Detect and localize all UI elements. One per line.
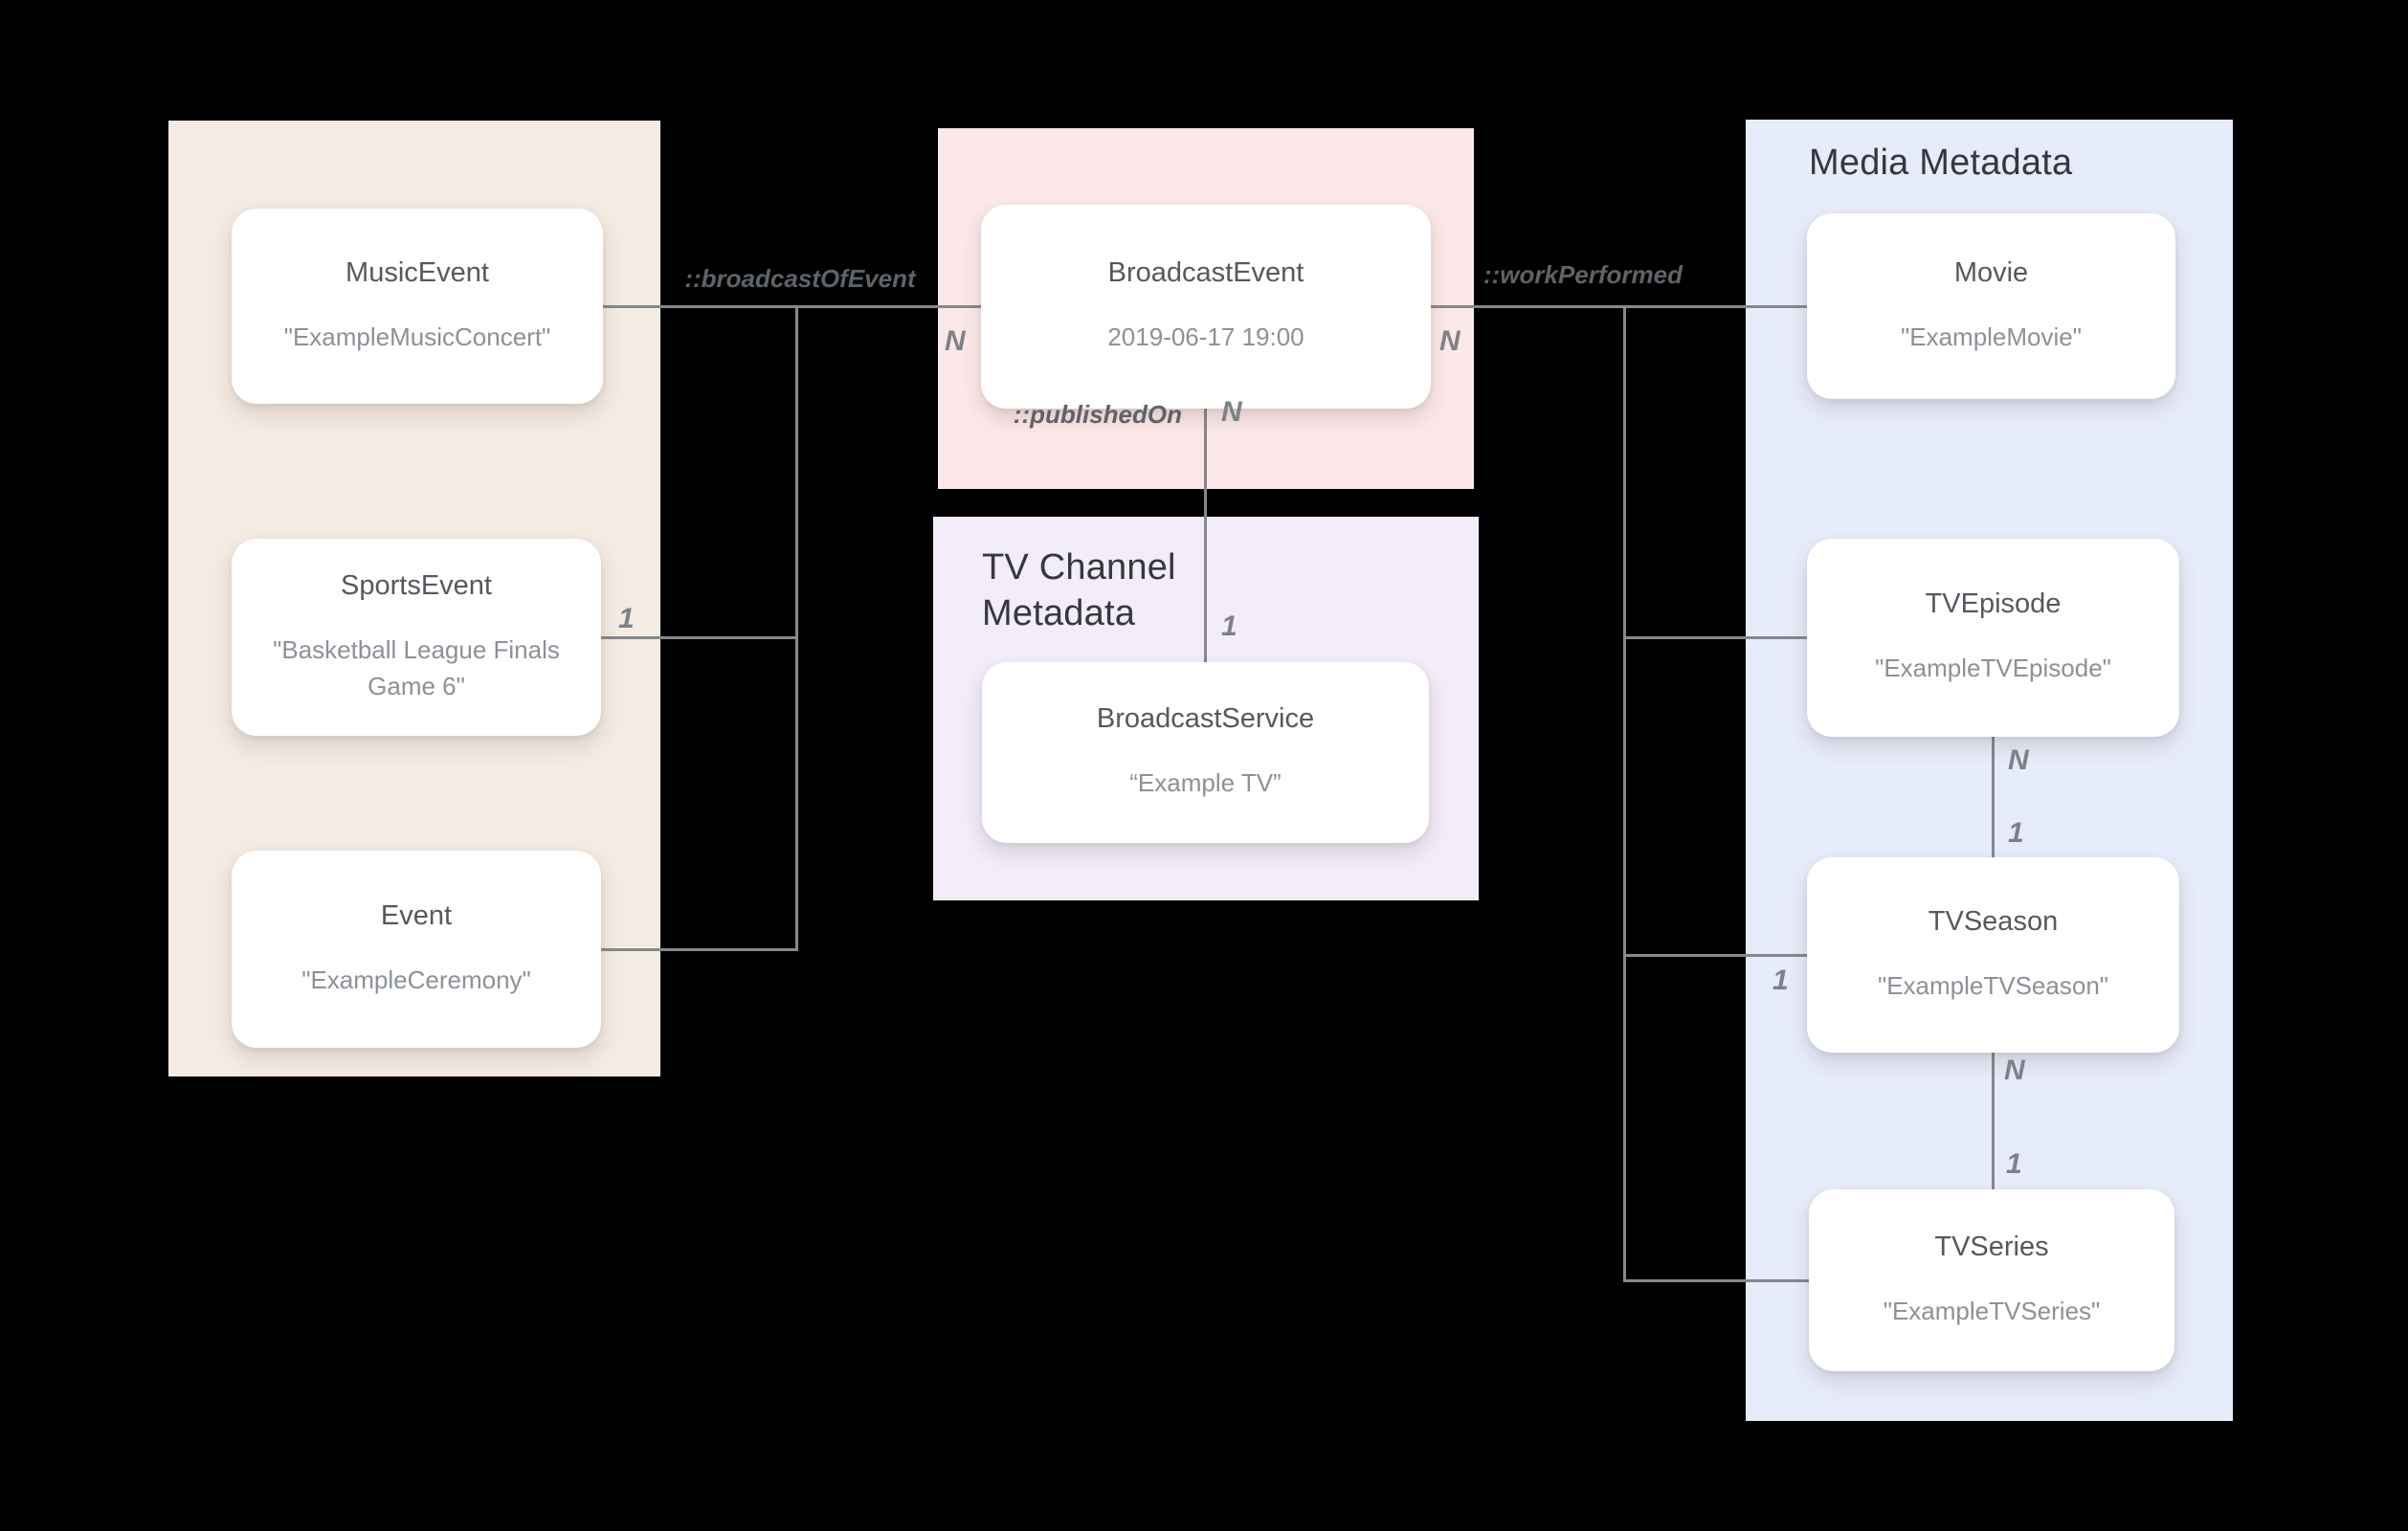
- node-movie: Movie "ExampleMovie": [1807, 213, 2175, 399]
- node-tvepisode-type: TVEpisode: [1925, 588, 2062, 620]
- node-tvepisode: TVEpisode "ExampleTVEpisode": [1807, 539, 2179, 737]
- node-broadcastservice-instance: “Example TV”: [1129, 768, 1282, 798]
- node-event: Event "ExampleCeremony": [232, 851, 601, 1048]
- edge-workperformed-trunk-vertical: [1623, 305, 1626, 1281]
- cardinality-broadcastofevent-n: N: [945, 325, 966, 357]
- node-sportsevent-instance: "Basketball League Finals Game 6": [273, 634, 560, 700]
- label-workperformed: ::workPerformed: [1483, 260, 1683, 289]
- node-tvseries-type: TVSeries: [1934, 1231, 2049, 1262]
- edge-publishedon-vertical: [1204, 409, 1207, 662]
- label-broadcastofevent: ::broadcastOfEvent: [684, 264, 916, 293]
- edge-season-series-vertical: [1992, 1053, 1995, 1189]
- cardinality-workperformed-n: N: [1439, 325, 1460, 357]
- edge-event-trunk-vertical: [795, 305, 798, 951]
- node-event-instance: "ExampleCeremony": [301, 965, 531, 994]
- cardinality-publishedon-1: 1: [1221, 610, 1237, 642]
- node-event-type: Event: [380, 899, 453, 931]
- edge-sportsevent-stub: [601, 636, 795, 639]
- node-broadcastevent-instance: 2019-06-17 19:00: [1107, 322, 1304, 352]
- media-metadata-title: Media Metadata: [1809, 143, 2073, 183]
- edge-tvseries-stub: [1623, 1279, 1809, 1282]
- cardinality-publishedon-n: N: [1221, 396, 1242, 428]
- cardinality-season-series-n: N: [2004, 1054, 2025, 1086]
- node-movie-type: Movie: [1953, 256, 2029, 288]
- node-tvseries: TVSeries "ExampleTVSeries": [1809, 1189, 2174, 1371]
- node-sportsevent: SportsEvent "Basketball League Finals Ga…: [232, 539, 601, 736]
- cardinality-episode-season-1: 1: [2008, 817, 2024, 849]
- cardinality-season-series-1: 1: [2006, 1148, 2022, 1180]
- label-publishedon: ::publishedOn: [1013, 400, 1182, 429]
- cardinality-sportsevent-1: 1: [618, 603, 635, 634]
- node-broadcastevent: BroadcastEvent 2019-06-17 19:00: [981, 205, 1431, 409]
- cardinality-episode-season-n: N: [2008, 744, 2029, 776]
- edge-tvseason-stub: [1623, 954, 1807, 957]
- edge-episode-season-vertical: [1992, 737, 1995, 857]
- node-musicevent-instance: "ExampleMusicConcert": [283, 322, 551, 351]
- node-tvseason: TVSeason "ExampleTVSeason": [1807, 857, 2179, 1053]
- cardinality-workperformed-season-1: 1: [1773, 965, 1789, 996]
- node-tvseason-instance: "ExampleTVSeason": [1877, 970, 2109, 1000]
- edge-event-stub: [601, 948, 795, 951]
- node-tvseason-type: TVSeason: [1928, 905, 2059, 937]
- tv-channel-metadata-title: TV Channel Metadata: [982, 547, 1176, 633]
- node-tvseries-instance: "ExampleTVSeries": [1883, 1296, 2101, 1325]
- node-broadcastevent-type: BroadcastEvent: [1107, 257, 1304, 289]
- node-broadcastservice: BroadcastService “Example TV”: [982, 662, 1429, 843]
- edge-tvepisode-stub: [1623, 636, 1807, 639]
- node-sportsevent-type: SportsEvent: [341, 569, 492, 601]
- node-tvepisode-instance: "ExampleTVEpisode": [1875, 654, 2111, 683]
- node-broadcastservice-type: BroadcastService: [1096, 703, 1315, 735]
- node-movie-instance: "ExampleMovie": [1901, 322, 2082, 351]
- node-musicevent: MusicEvent "ExampleMusicConcert": [232, 209, 603, 404]
- node-musicevent-type: MusicEvent: [346, 256, 489, 288]
